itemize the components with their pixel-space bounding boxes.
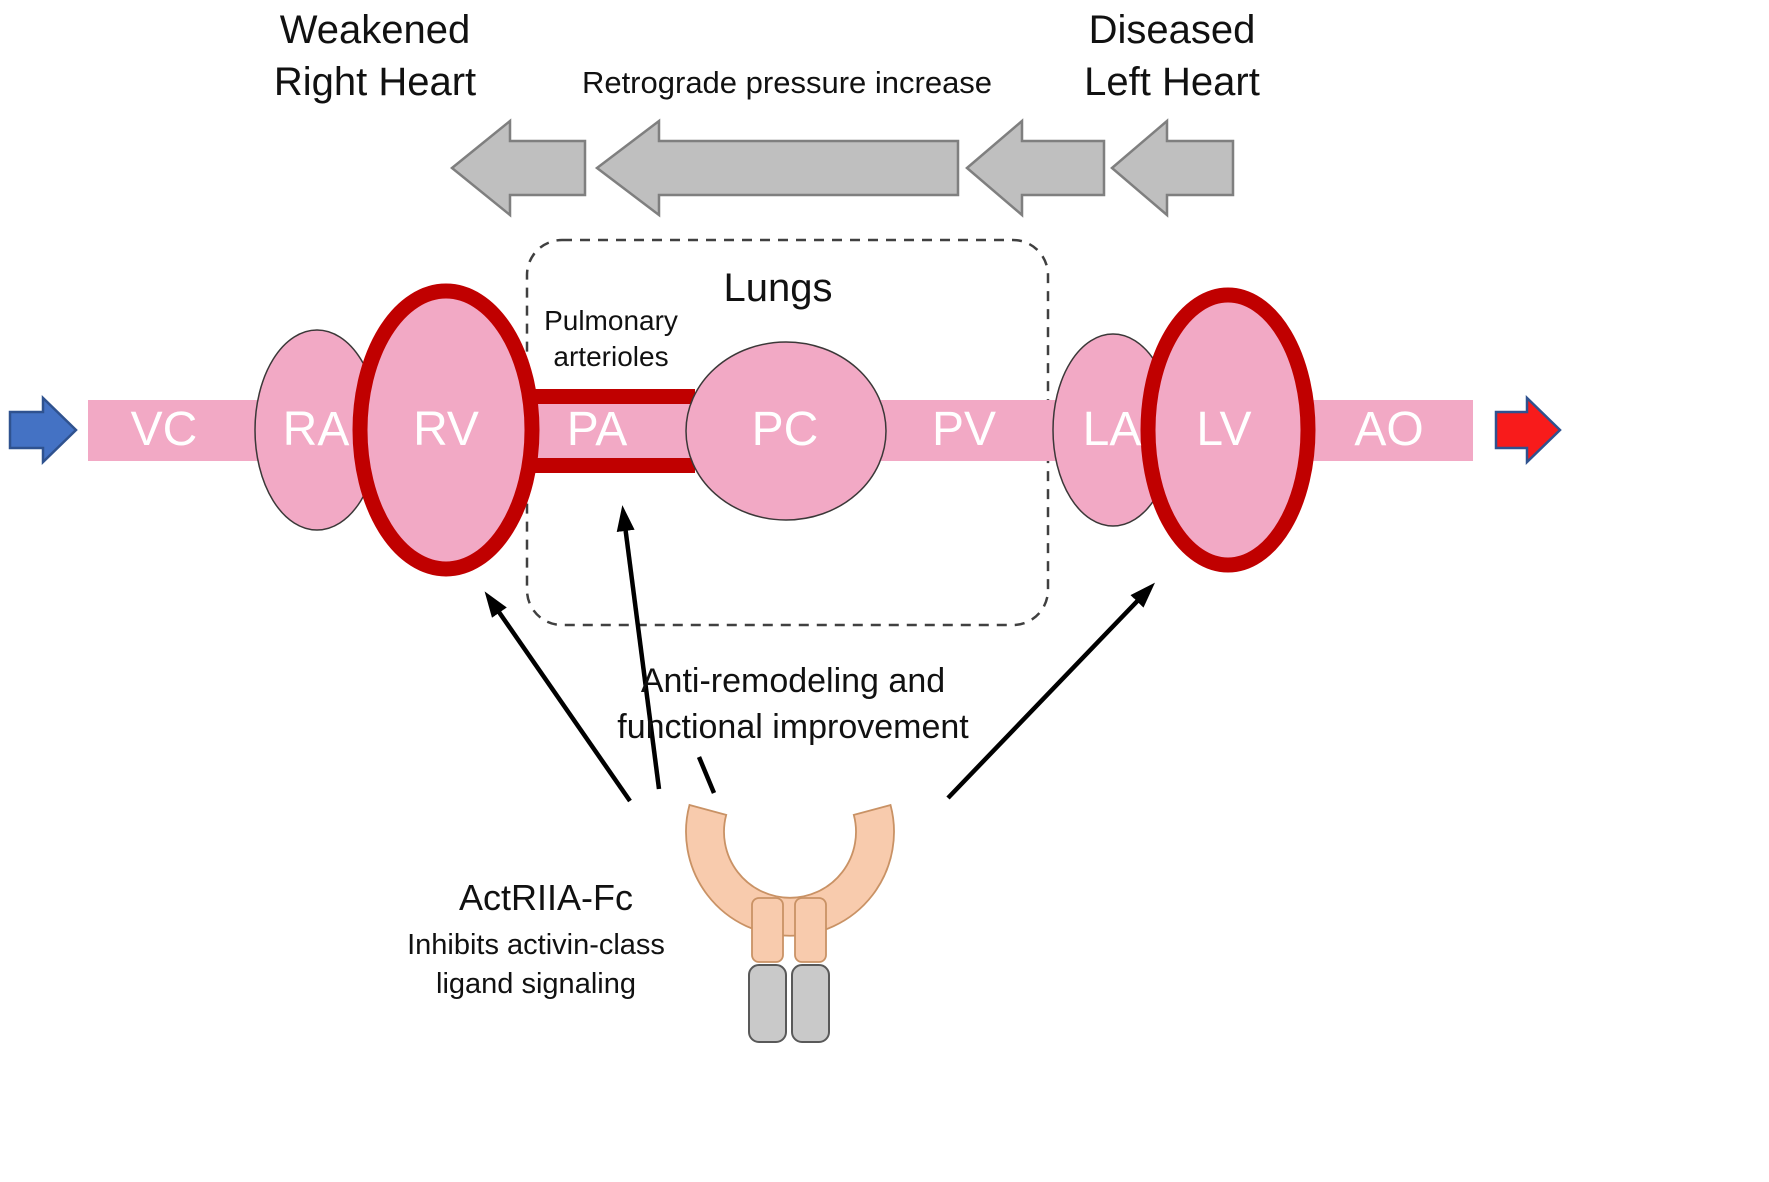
actriia-fc-antibody-icon (685, 803, 895, 1043)
arterial-outflow-arrow-icon (1494, 395, 1562, 465)
rv-right-ventricle-ellipse (352, 283, 540, 577)
lungs-label: Lungs (723, 266, 833, 310)
therapy-text-connector-line (696, 756, 717, 794)
retrograde-arrow-mid-icon (965, 118, 1106, 218)
antibody-hinge-left (751, 897, 784, 963)
antibody-fc-left (748, 964, 787, 1043)
anti-remodeling-label: Anti-remodeling and functional improveme… (617, 662, 969, 746)
segment-label-pa: PA (566, 403, 628, 456)
therapy-arrow-to-pa (616, 505, 662, 790)
retrograde-arrow-left-icon (450, 118, 587, 218)
diseased-left-heart-label: Diseased Left Heart (1084, 8, 1260, 104)
therapy-arrows (484, 505, 1156, 803)
segment-label-ra: RA (282, 403, 350, 456)
antibody-fc-right (791, 964, 830, 1043)
venous-inflow-arrow-icon (8, 395, 78, 465)
segment-label-rv: RV (413, 403, 479, 456)
retrograde-arrow-right-icon (1110, 118, 1235, 218)
retrograde-pressure-label: Retrograde pressure increase (581, 65, 993, 100)
therapy-arrow-to-lv (946, 582, 1156, 800)
lv-left-ventricle-ellipse (1140, 287, 1316, 573)
drug-name-label: ActRIIA-Fc (458, 877, 634, 918)
antibody-arms-arc (685, 803, 895, 937)
segment-label-ao: AO (1354, 403, 1424, 456)
pulmonary-arterioles-label: Pulmonary arterioles (544, 305, 678, 372)
segment-label-pc: PC (751, 403, 819, 456)
segment-label-vc: VC (130, 403, 198, 456)
pc-capillaries-ellipse (685, 341, 887, 521)
segment-label-pv: PV (931, 403, 997, 456)
retrograde-arrow-long-icon (594, 118, 960, 218)
antibody-hinge-right (794, 897, 827, 963)
drug-mechanism-label: Inhibits activin-class ligand signaling (407, 929, 665, 1001)
segment-label-lv: LV (1196, 403, 1252, 456)
retrograde-arrows (450, 118, 1235, 218)
weakened-right-heart-label: Weakened Right Heart (273, 8, 477, 104)
segment-label-la: LA (1082, 403, 1142, 456)
therapy-arrow-to-rv (484, 591, 632, 803)
